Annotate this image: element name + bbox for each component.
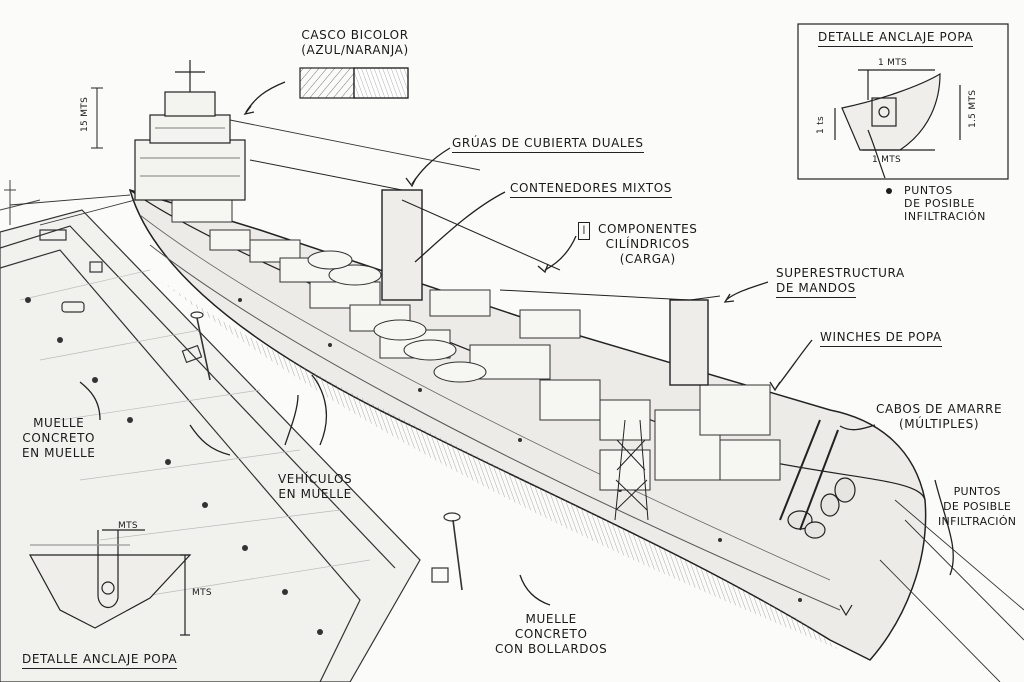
muelle-left-line-2: CONCRETO bbox=[22, 431, 96, 445]
componentes-line-3: (CARGA) bbox=[619, 252, 676, 266]
detail-bottom-left-dim-top: MTS bbox=[118, 521, 138, 531]
muelle-left-line-1: MUELLE bbox=[33, 416, 85, 430]
detail-puntos-line-1: PUNTOS bbox=[904, 184, 953, 197]
label-vehiculos: VEHÍCULOS EN MUELLE bbox=[278, 472, 352, 502]
bridge-superstructure bbox=[134, 60, 246, 201]
detail-puntos-line-3: INFILTRACIÓN bbox=[904, 210, 986, 223]
componentes-line-2: CILÍNDRICOS bbox=[605, 237, 690, 251]
muelle-bottom-line-3: CON BOLLARDOS bbox=[495, 642, 608, 656]
detail-top-right-dim-left: 1 ts bbox=[816, 115, 826, 134]
height-dimension bbox=[91, 87, 103, 149]
infiltration-point-marker bbox=[886, 188, 892, 194]
label-gruas: GRÚAS DE CUBIERTA DUALES bbox=[452, 136, 644, 153]
deck-containers bbox=[171, 185, 781, 491]
vehiculos-line-2: EN MUELLE bbox=[278, 487, 352, 501]
muelle-bottom-line-1: MUELLE bbox=[525, 612, 577, 626]
cabos-line-1: CABOS DE AMARRE bbox=[876, 402, 1003, 416]
detail-bottom-left-dim-right: MTS bbox=[192, 588, 212, 598]
detail-top-right-drawing bbox=[797, 23, 1009, 180]
detail-bottom-left-drawing bbox=[28, 529, 192, 636]
componentes-line-1: COMPONENTES bbox=[598, 222, 698, 236]
label-muelle-left: MUELLE CONCRETO EN MUELLE bbox=[22, 416, 95, 461]
label-muelle-bottom: MUELLE CONCRETO CON BOLLARDOS bbox=[495, 612, 607, 657]
mooring-lines bbox=[9, 119, 1024, 682]
label-superestructura: SUPERESTRUCTURA DE MANDOS bbox=[776, 266, 905, 298]
far-pier-structure bbox=[0, 180, 41, 225]
superestructura-line-1: SUPERESTRUCTURA bbox=[776, 266, 905, 280]
detail-top-right-dim-right: 1.5 MTS bbox=[968, 89, 978, 128]
detail-top-right-puntos: PUNTOS DE POSIBLE INFILTRACIÓN bbox=[904, 184, 986, 223]
detail-top-right-title: DETALLE ANCLAJE POPA bbox=[818, 30, 974, 47]
detail-top-right-dim-bottom: 1 MTS bbox=[872, 155, 902, 165]
deck-cranes bbox=[249, 159, 721, 521]
cylinder-icon: ǀ bbox=[578, 222, 590, 240]
detail-bottom-left-title: DETALLE ANCLAJE POPA bbox=[22, 652, 178, 669]
casco-bicolor-sub: (AZUL/NARANJA) bbox=[301, 43, 409, 57]
label-puntos-right: PUNTOS DE POSIBLE INFILTRACIÓN bbox=[938, 484, 1016, 529]
label-componentes: COMPONENTES CILÍNDRICOS (CARGA) bbox=[598, 222, 698, 267]
detail-top-right-dim-top: 1 MTS bbox=[878, 58, 908, 68]
muelle-bottom-line-2: CONCRETO bbox=[514, 627, 588, 641]
superestructura-line-2: DE MANDOS bbox=[776, 281, 856, 298]
puntos-right-line-3: INFILTRACIÓN bbox=[938, 515, 1017, 528]
puntos-right-line-2: DE POSIBLE bbox=[943, 500, 1012, 513]
label-winches: WINCHES DE POPA bbox=[820, 330, 942, 347]
detail-puntos-line-2: DE POSIBLE bbox=[904, 197, 976, 210]
leader-lines bbox=[79, 81, 954, 606]
vehiculos-line-1: VEHÍCULOS bbox=[278, 472, 353, 486]
hull-color-swatch bbox=[299, 67, 409, 99]
label-casco-bicolor: CASCO BICOLOR (AZUL/NARANJA) bbox=[298, 28, 412, 58]
label-cabos: CABOS DE AMARRE (MÚLTIPLES) bbox=[876, 402, 1002, 432]
puntos-right-line-1: PUNTOS bbox=[953, 485, 1001, 498]
muelle-left-line-3: EN MUELLE bbox=[22, 446, 96, 460]
label-contenedores: CONTENEDORES MIXTOS bbox=[510, 181, 673, 198]
height-dim-label: 15 MTS bbox=[80, 96, 90, 132]
cabos-line-2: (MÚLTIPLES) bbox=[899, 417, 980, 431]
stern-winches bbox=[779, 419, 856, 617]
casco-bicolor-title: CASCO BICOLOR bbox=[301, 28, 409, 42]
